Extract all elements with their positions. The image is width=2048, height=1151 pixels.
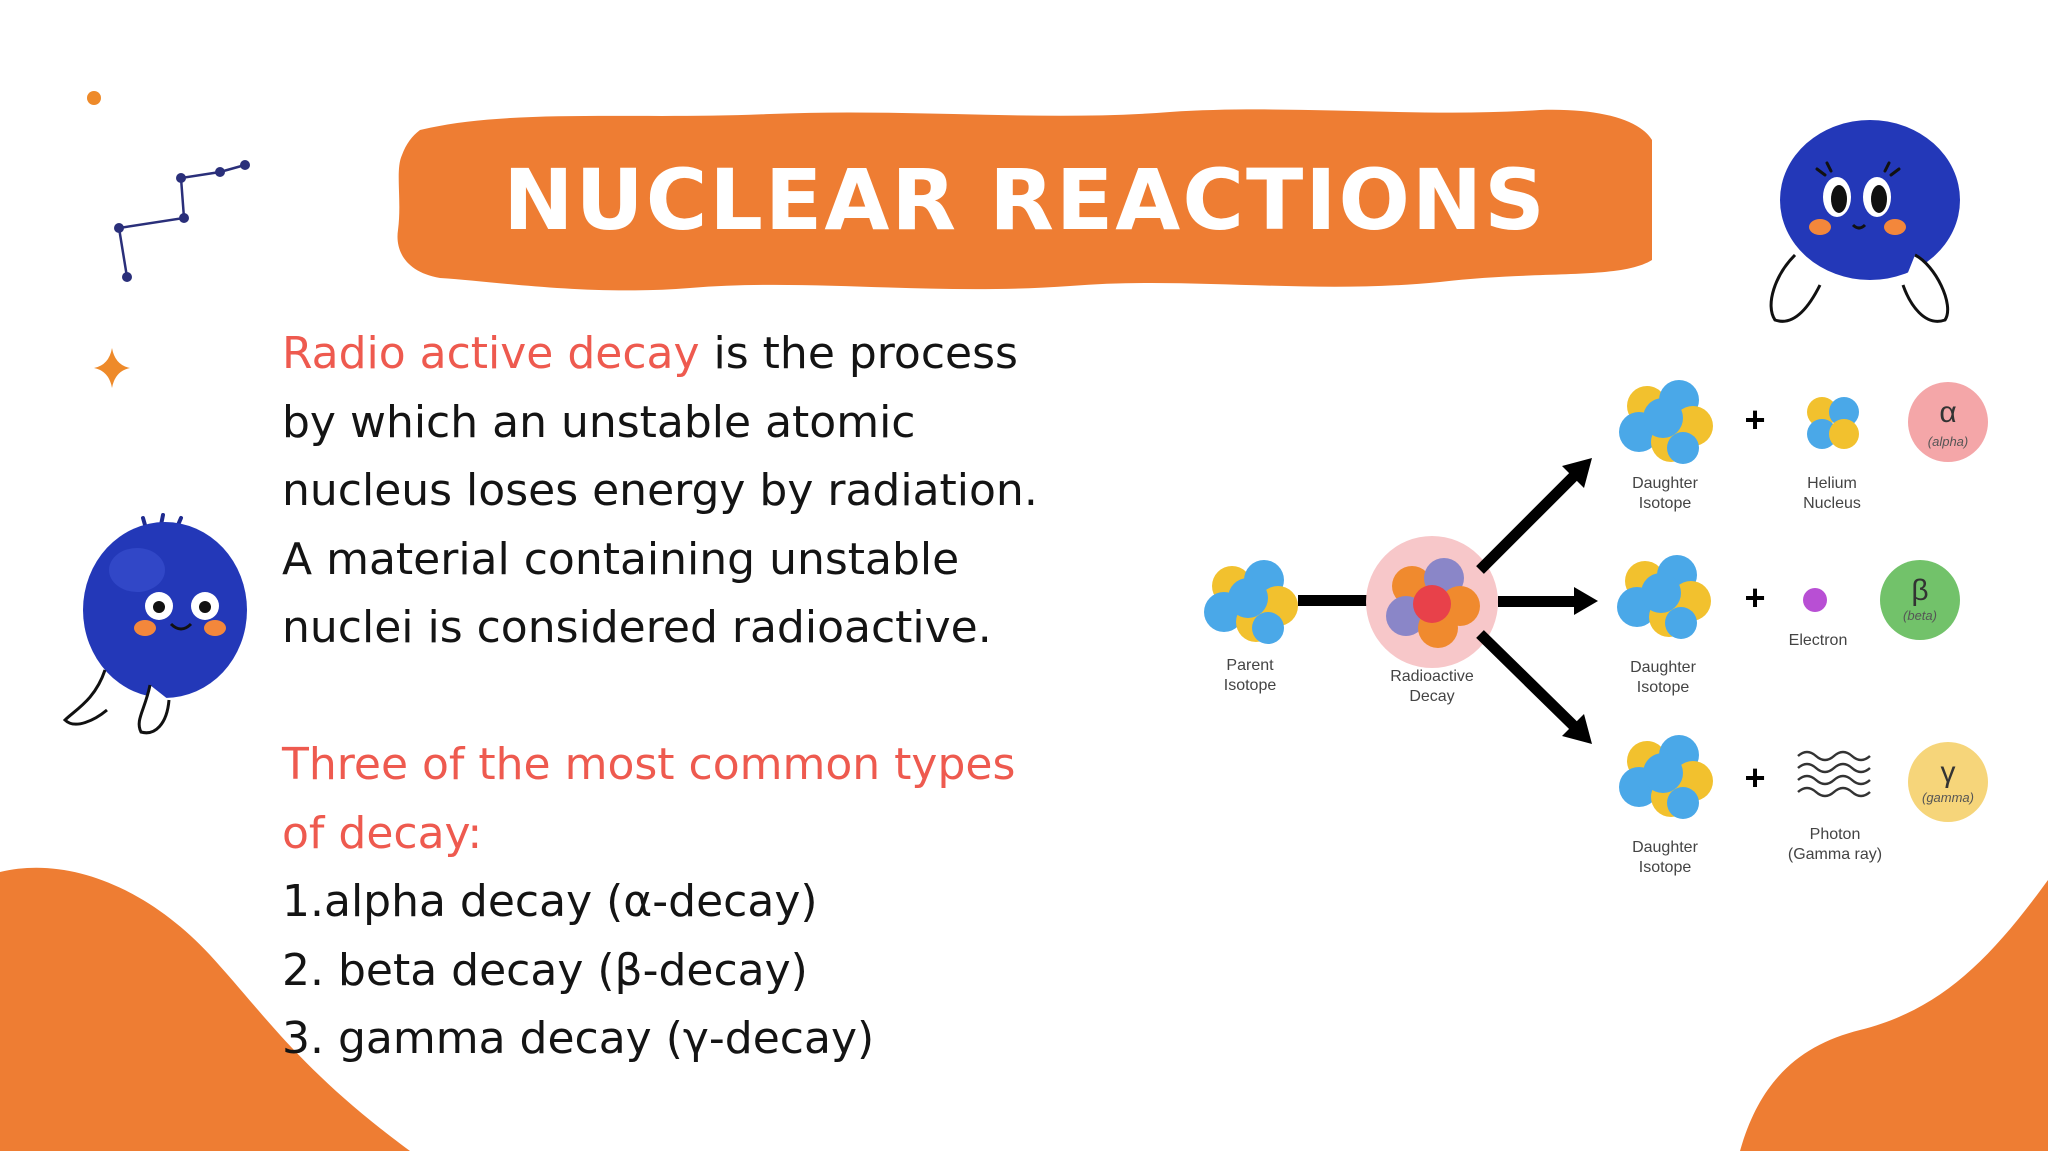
daughter-isotope-alpha-label-2: Isotope [1639,495,1692,512]
paragraph-line-2: by which an unstable atomic [282,396,916,448]
helium-nucleus-label-1: Helium [1807,475,1857,492]
daughter-isotope-gamma-nucleus [1619,735,1713,819]
parent-isotope-nucleus [1204,560,1298,644]
plus-alpha: + [1744,399,1765,440]
parent-isotope-label-1: Parent [1226,657,1274,674]
types-heading-line-1: Three of the most common types [282,739,1016,790]
paragraph-text: is the process [699,328,1018,379]
beta-badge [1880,560,1960,640]
slide-title: NUCLEAR REACTIONS [503,151,1547,249]
radioactive-decay-label-1: Radioactive [1390,668,1474,685]
daughter-isotope-gamma-label-2: Isotope [1639,859,1692,876]
paragraph-line-4: A material containing unstable [282,533,960,585]
blue-mascot-right [1769,120,1960,323]
daughter-isotope-beta-nucleus [1617,555,1711,639]
daughter-isotope-gamma-label-1: Daughter [1632,839,1698,856]
plus-beta: + [1744,577,1765,618]
parent-isotope-label-2: Isotope [1224,677,1277,694]
orange-blob-bottom-right [1740,880,2048,1151]
gamma-symbol: γ [1941,756,1956,789]
gamma-name: (gamma) [1922,790,1974,805]
decay-type-beta: 2. beta decay (β-decay) [282,944,808,996]
photon-label-1: Photon [1810,826,1861,843]
gamma-badge [1908,742,1988,822]
photon-wave-icon [1797,750,1871,798]
beta-name: (beta) [1903,608,1937,623]
paragraph-line-1: Radio active decay is the process [282,320,1202,389]
alpha-name: (alpha) [1928,434,1968,449]
photon-label-2: (Gamma ray) [1788,846,1882,863]
body-text: Radio active decay is the process by whi… [282,320,1202,1074]
paragraph-line-3: nucleus loses energy by radiation. [282,465,1038,516]
alpha-symbol: α [1939,396,1956,429]
blue-mascot-left [62,513,247,735]
electron-label: Electron [1789,632,1848,649]
helium-nucleus [1807,397,1859,449]
decay-type-alpha: 1.alpha decay (α-decay) [282,876,818,927]
helium-nucleus-label-2: Nucleus [1803,495,1861,512]
beta-symbol: β [1911,574,1928,607]
decay-type-gamma: 3. gamma decay (γ-decay) [282,1013,875,1064]
orange-blob-bottom-left [0,867,410,1151]
radioactive-decay-nucleus [1386,558,1480,648]
daughter-isotope-beta-label-1: Daughter [1630,659,1696,676]
highlight-term: Radio active decay [282,328,700,379]
plus-gamma: + [1744,757,1765,798]
daughter-isotope-alpha-label-1: Daughter [1632,475,1698,492]
radioactive-decay-label-2: Decay [1409,688,1454,705]
branch-arrows [1476,458,1598,744]
types-heading-line-2: of decay: [282,807,483,859]
arrow-to-decay [1298,595,1393,606]
title-banner [397,109,1653,291]
daughter-isotope-beta-label-2: Isotope [1637,679,1690,696]
paragraph-line-5: nuclei is considered radioactive. [282,602,992,653]
daughter-isotope-alpha-nucleus [1619,380,1713,464]
electron-dot [1803,588,1827,612]
constellation-decoration [87,91,250,388]
radioactive-decay-diagram: Parent Isotope Radioactive Decay Daughte… [1204,380,1988,876]
alpha-badge [1908,382,1988,462]
